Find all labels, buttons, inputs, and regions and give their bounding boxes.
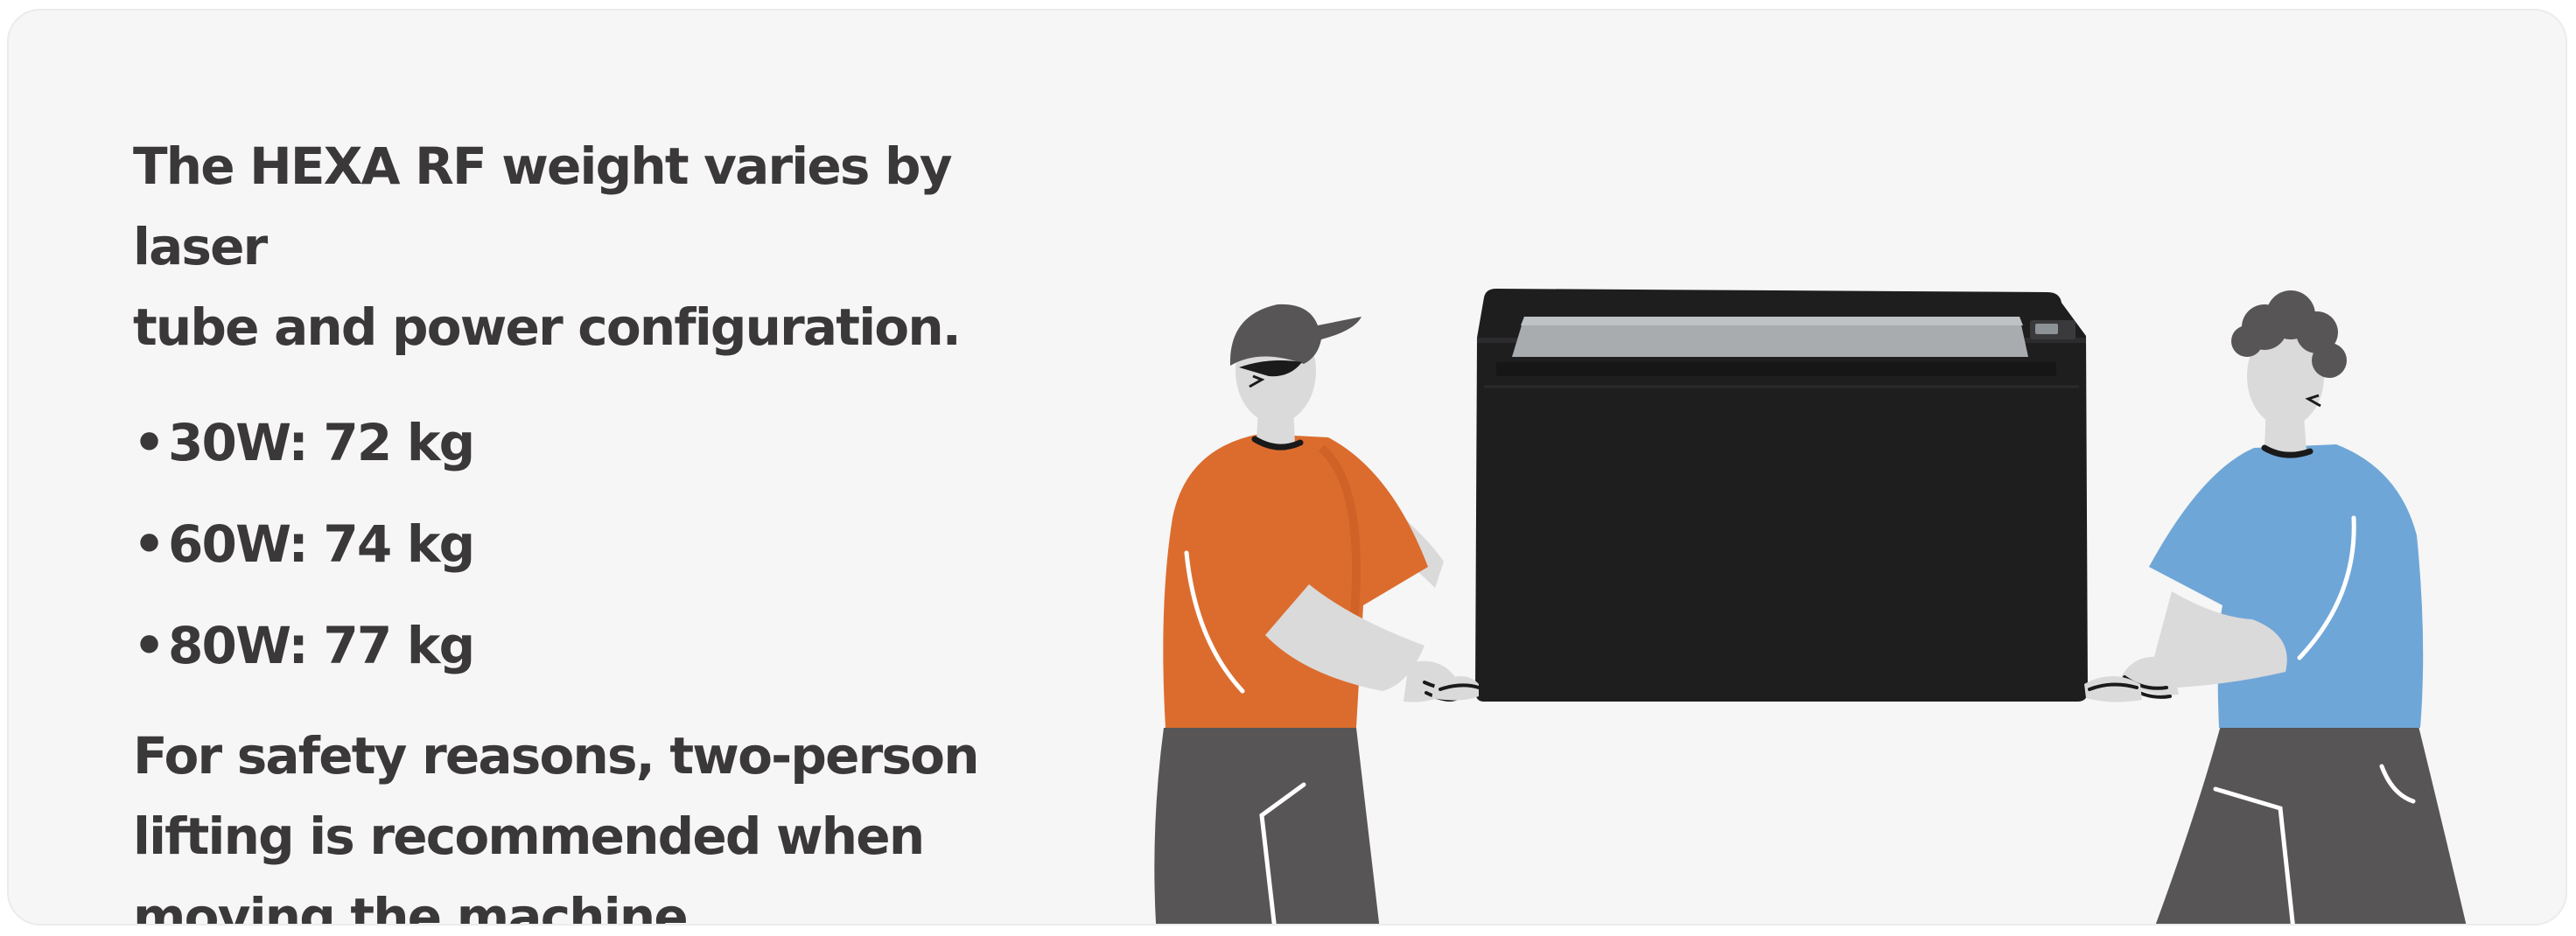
- right-person-pants: [2155, 719, 2467, 924]
- weight-info-text: The HEXA RF weight varies by laser tube …: [133, 126, 1078, 926]
- weight-item-30w: •30W: 72 kg: [133, 392, 1078, 493]
- info-card: The HEXA RF weight varies by laser tube …: [7, 9, 2567, 926]
- weight-power: 60W: [168, 514, 290, 574]
- intro-line-1: The HEXA RF weight varies by laser: [133, 136, 953, 276]
- machine-body: [1475, 289, 2088, 702]
- right-person-front-arm: [2152, 591, 2287, 688]
- weight-mass: 77 kg: [323, 616, 475, 675]
- weight-mass: 74 kg: [323, 514, 475, 574]
- left-person: [1154, 304, 1463, 924]
- intro-line-2: tube and power configuration.: [133, 297, 962, 357]
- weight-list: •30W: 72 kg •60W: 74 kg •80W: 77 kg: [133, 392, 1078, 696]
- left-person-front-arm: [1265, 584, 1424, 691]
- safety-line-3: moving the machine.: [133, 887, 706, 926]
- weight-item-80w: •80W: 77 kg: [133, 595, 1078, 696]
- bullet-icon: •: [133, 514, 165, 574]
- weight-item-60w: •60W: 74 kg: [133, 493, 1078, 595]
- safety-line-2: lifting is recommended when: [133, 807, 925, 866]
- right-person-shirt: [2149, 444, 2424, 728]
- safety-text: For safety reasons, two-person lifting i…: [133, 716, 1078, 926]
- right-person-head: [2247, 325, 2324, 427]
- weight-power: 30W: [168, 413, 290, 472]
- bullet-icon: •: [133, 413, 165, 472]
- intro-text: The HEXA RF weight varies by laser tube …: [133, 126, 1078, 367]
- left-person-pants: [1154, 728, 1380, 924]
- weight-power: 80W: [168, 616, 290, 675]
- laser-machine: [1475, 289, 2088, 702]
- bullet-icon: •: [133, 616, 165, 675]
- machine-lid-window: [1512, 317, 2028, 357]
- left-person-shirt: [1163, 434, 1428, 728]
- curly-hair-icon: [2231, 290, 2347, 378]
- weight-mass: 72 kg: [323, 413, 475, 472]
- safety-line-1: For safety reasons, two-person: [133, 726, 980, 786]
- right-person: [2121, 290, 2467, 924]
- cap-icon: [1229, 304, 1362, 366]
- two-person-lifting-illustration: [1154, 289, 2467, 924]
